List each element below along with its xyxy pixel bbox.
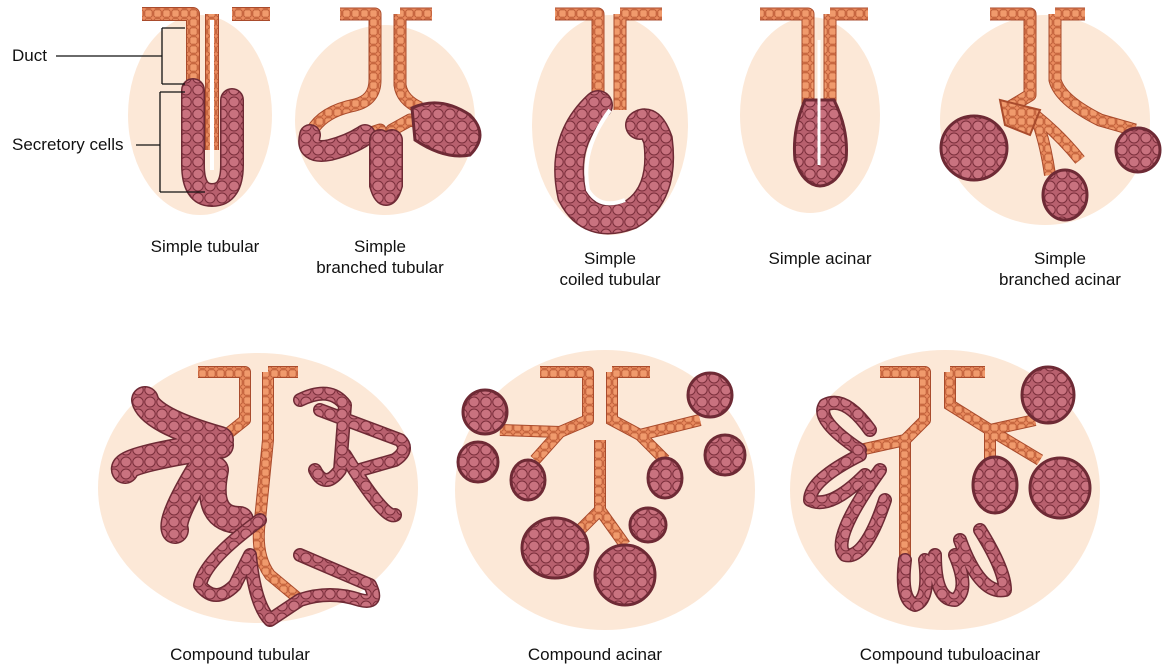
caption-line: Compound tubuloacinar — [830, 644, 1070, 665]
caption-line: Simple acinar — [750, 248, 890, 269]
caption-line: Compound tubular — [140, 644, 340, 665]
caption-compound-tubular: Compound tubular — [140, 644, 340, 665]
caption-line: Simple — [535, 248, 685, 269]
duct-label: Duct — [12, 46, 47, 66]
caption-line: branched tubular — [305, 257, 455, 278]
caption-line: Simple — [305, 236, 455, 257]
simple-branched-acinar-gland — [940, 14, 1160, 225]
caption-line: Compound acinar — [495, 644, 695, 665]
simple-tubular-gland — [128, 14, 272, 215]
caption-compound-acinar: Compound acinar — [495, 644, 695, 665]
simple-branched-tubular-gland — [295, 14, 480, 215]
compound-tubular-gland — [98, 353, 418, 623]
caption-line: branched acinar — [985, 269, 1135, 290]
caption-simple-branched-acinar: Simple branched acinar — [985, 248, 1135, 290]
caption-simple-acinar: Simple acinar — [750, 248, 890, 269]
compound-tubuloacinar-gland — [790, 350, 1100, 630]
caption-line: Simple tubular — [140, 236, 270, 257]
caption-simple-branched-tubular: Simple branched tubular — [305, 236, 455, 278]
caption-simple-coiled-tubular: Simple coiled tubular — [535, 248, 685, 290]
simple-acinar-gland — [740, 14, 880, 213]
secretory-cells-label: Secretory cells — [12, 135, 123, 155]
caption-line: coiled tubular — [535, 269, 685, 290]
simple-coiled-tubular-gland — [532, 14, 688, 235]
compound-acinar-gland — [455, 350, 755, 630]
caption-line: Simple — [985, 248, 1135, 269]
caption-simple-tubular: Simple tubular — [140, 236, 270, 257]
caption-compound-tubuloacinar: Compound tubuloacinar — [830, 644, 1070, 665]
